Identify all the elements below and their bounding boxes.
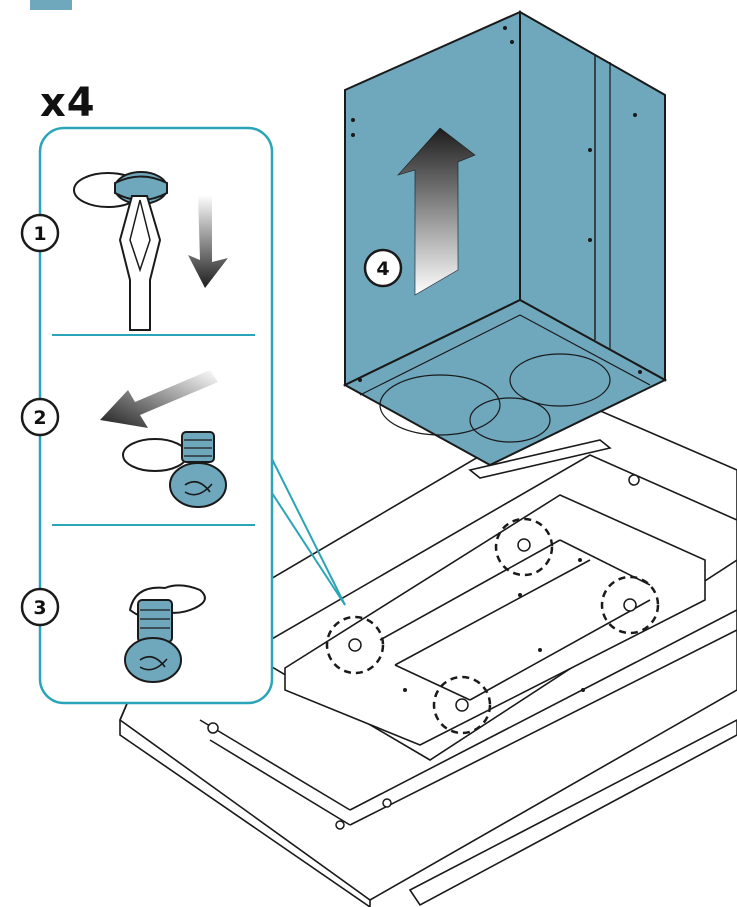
step-2-illustration [100,370,227,508]
callout-connector [269,454,346,606]
step-4-number: 4 [376,258,389,280]
lift-up-arrow [397,127,476,296]
down-arrow [188,195,228,288]
step-2-number: 2 [33,407,46,429]
screw-marker-left [325,615,385,675]
screw-location-markers [325,517,660,735]
step-2-badge: 2 [20,397,60,437]
step-1-badge: 1 [20,213,60,253]
base-frame [119,399,737,907]
screw-marker-top [494,517,554,577]
screw-marker-bottom [432,675,492,735]
left-arrow [100,370,218,428]
step-3-badge: 3 [20,587,60,627]
corner-tag [30,0,72,10]
chimney-box [342,10,668,467]
base-screw-dots [207,474,640,830]
step-1-number: 1 [33,223,46,245]
step-3-illustration [124,584,206,683]
step-4-badge: 4 [363,248,403,288]
screw-marker-right [600,575,660,635]
screw-heads-small [348,538,637,712]
step-1-illustration [73,171,228,331]
step-3-number: 3 [33,597,46,619]
quantity-label: x4 [40,80,96,126]
